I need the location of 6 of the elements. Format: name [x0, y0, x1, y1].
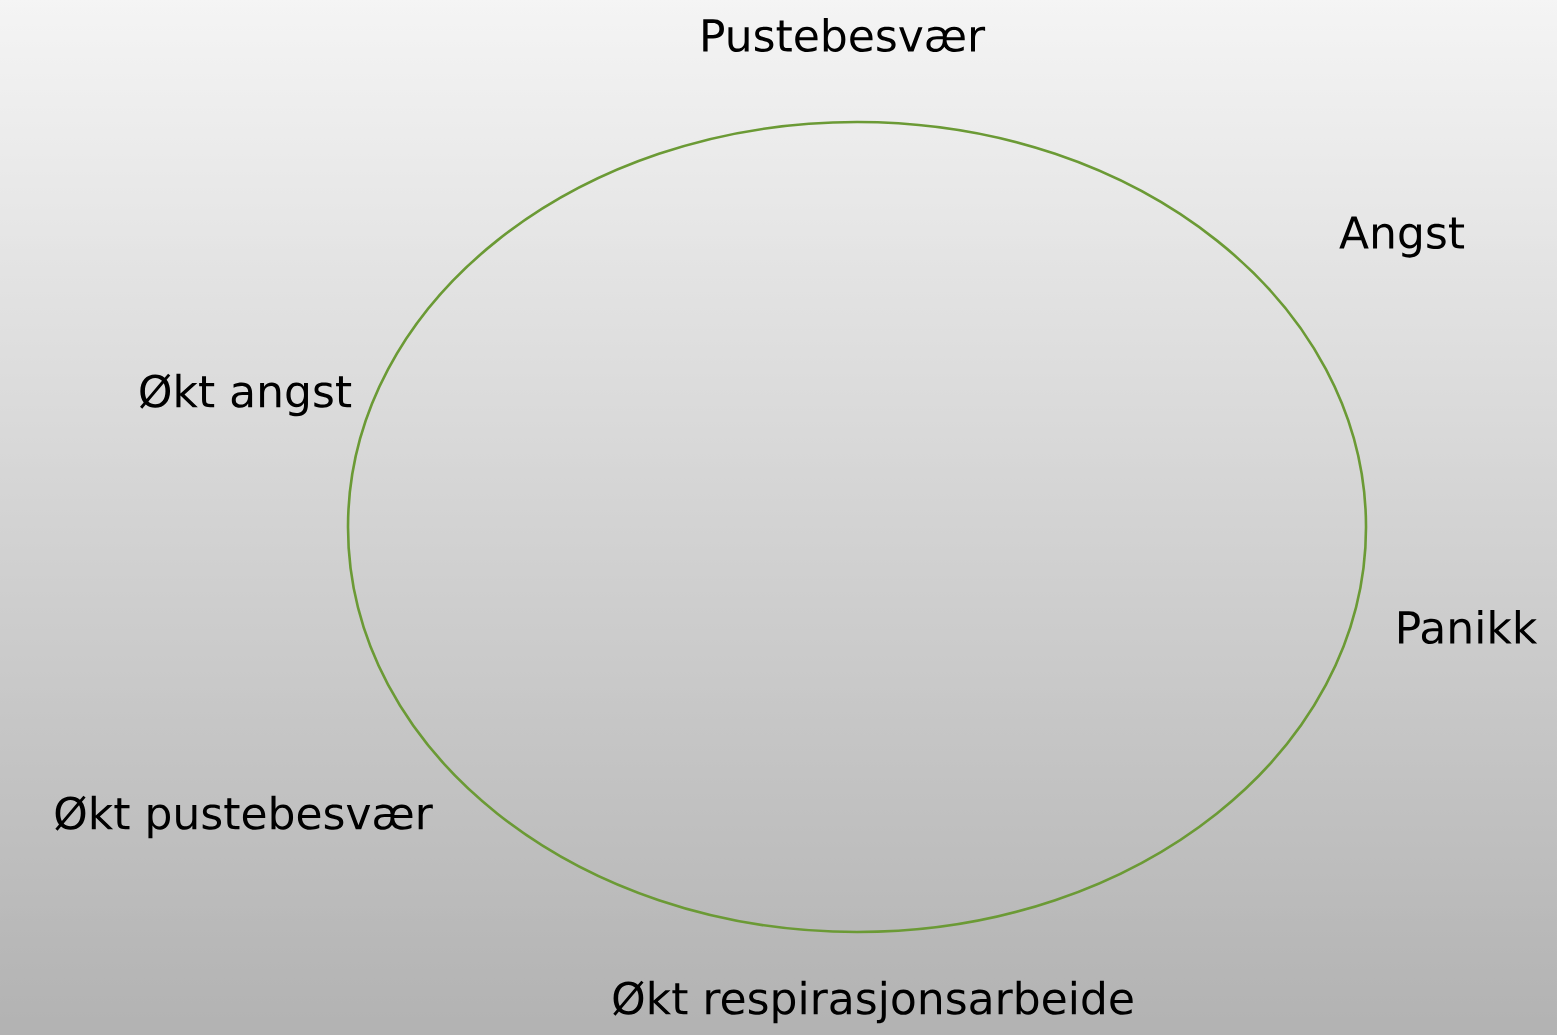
cycle-label: Pustebesvær	[703, 17, 986, 53]
cycle-label: Angst	[1339, 216, 1465, 258]
cycle-label: Økt pustebesvær	[55, 795, 433, 839]
cycle-label: Økt angst	[140, 373, 352, 417]
cycle-label: Økt respirasjonsarbeide	[613, 980, 1133, 1024]
cycle-label: Panikk	[1399, 610, 1538, 645]
